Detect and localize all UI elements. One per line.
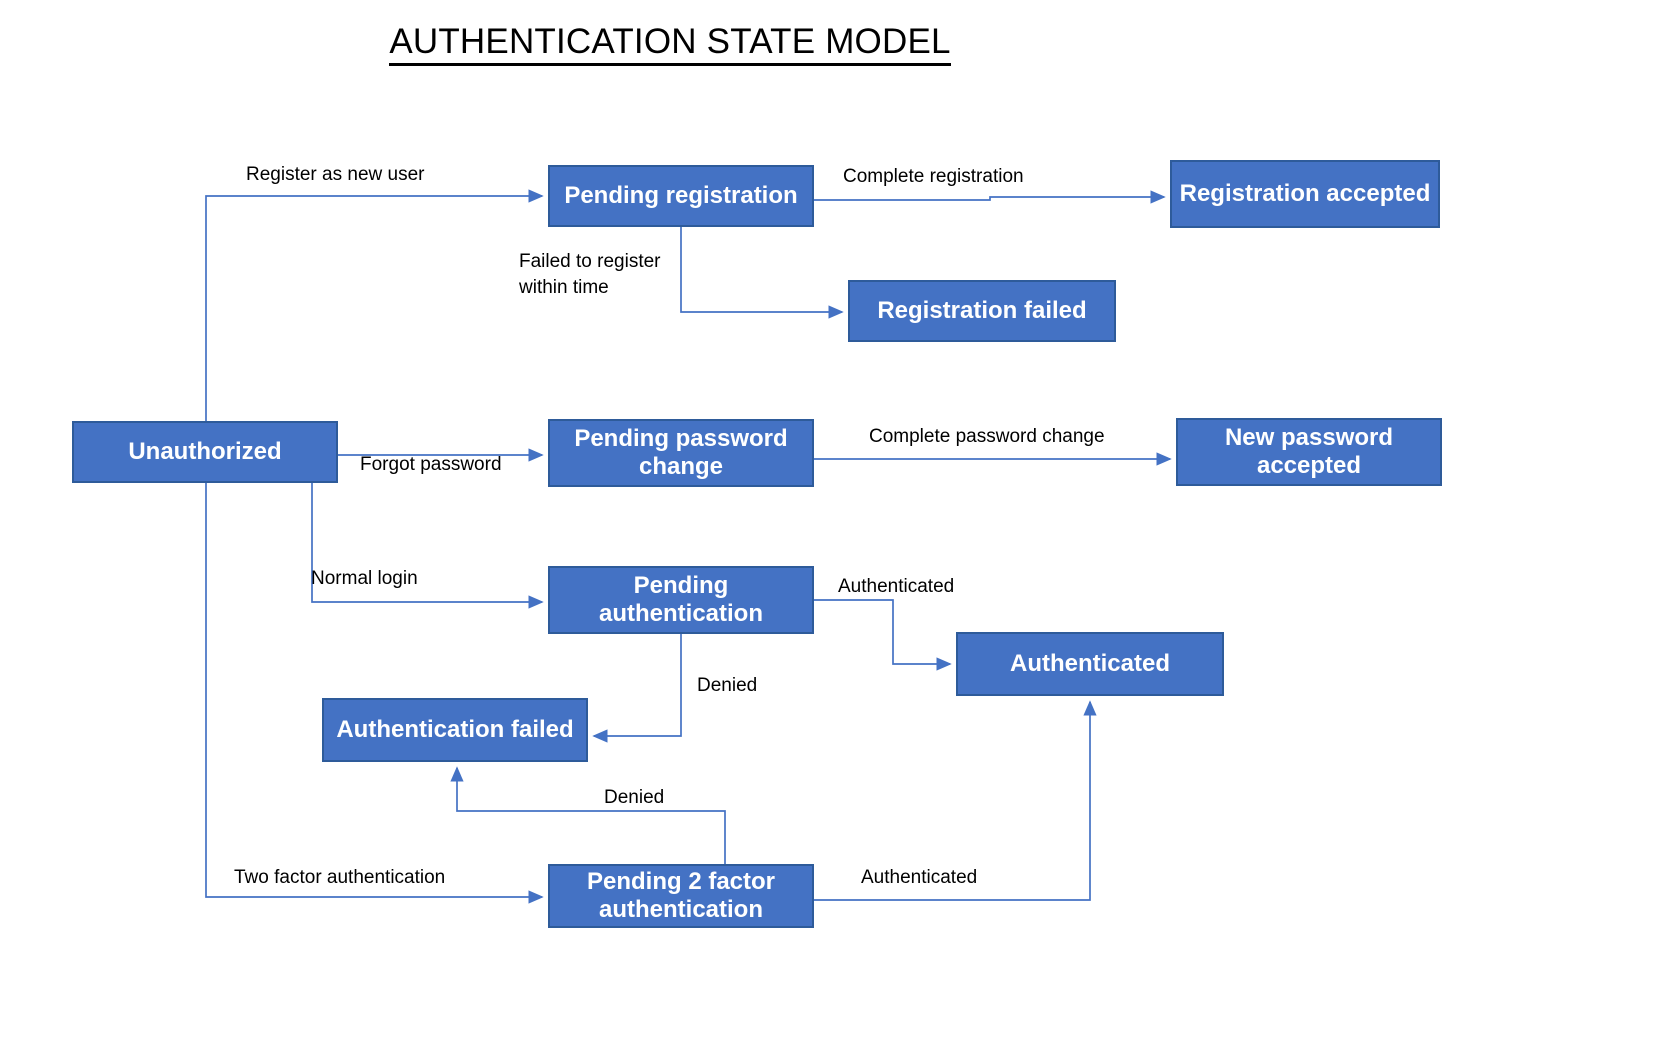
edge-two-factor-authentication	[205, 483, 544, 904]
edge-authenticated-from-pending-auth	[814, 599, 952, 671]
edge-label-failed-to-register-within-time: Failed to register within time	[519, 251, 661, 298]
node-pending-password-change[interactable]: Pending password change	[548, 419, 814, 487]
edge-label-authenticated-from-pending-auth: Authenticated	[838, 576, 955, 597]
edge-label-denied-from-2-factor: Denied	[604, 787, 665, 808]
node-unauthorized[interactable]: Unauthorized	[72, 421, 338, 483]
edge-complete-registration	[814, 190, 1166, 204]
edge-label-register-as-new-user: Register as new user	[246, 164, 425, 185]
node-label: Unauthorized	[128, 437, 282, 465]
node-registration-failed[interactable]: Registration failed	[848, 280, 1116, 342]
edge-failed-to-register	[680, 227, 844, 319]
node-label: Pending registration	[564, 181, 798, 209]
edge-label-forgot-password: Forgot password	[360, 454, 502, 475]
node-authenticated[interactable]: Authenticated	[956, 632, 1224, 696]
node-pending-registration[interactable]: Pending registration	[548, 165, 814, 227]
edge-label-normal-login: Normal login	[311, 568, 418, 589]
node-pending-authentication[interactable]: Pending authentication	[548, 566, 814, 634]
edge-label-complete-registration: Complete registration	[843, 166, 1024, 187]
edge-label-complete-password-change: Complete password change	[869, 426, 1105, 447]
edge-denied-from-pending-auth	[592, 634, 682, 743]
node-label: Registration accepted	[1179, 179, 1431, 207]
edge-register-as-new-user	[205, 189, 544, 421]
page-title: AUTHENTICATION STATE MODEL	[0, 22, 1340, 66]
node-label: New password accepted	[1224, 423, 1394, 479]
node-pending-2-factor-authentication[interactable]: Pending 2 factor authentication	[548, 864, 814, 928]
node-new-password-accepted[interactable]: New password accepted	[1176, 418, 1442, 486]
node-authentication-failed[interactable]: Authentication failed	[322, 698, 588, 762]
edge-label-two-factor-authentication: Two factor authentication	[234, 867, 446, 888]
edge-label-authenticated-from-2-factor: Authenticated	[861, 867, 978, 888]
page-title-text: AUTHENTICATION STATE MODEL	[389, 22, 951, 66]
node-label: Authenticated	[1009, 649, 1170, 677]
node-label: Pending authentication	[598, 571, 763, 627]
node-registration-accepted[interactable]: Registration accepted	[1170, 160, 1440, 228]
edge-denied-from-2-factor	[450, 766, 726, 864]
node-label: Registration failed	[877, 296, 1087, 324]
node-label: Pending 2 factor authentication	[586, 867, 776, 923]
node-label: Pending password change	[574, 424, 788, 480]
node-label: Authentication failed	[336, 715, 574, 743]
edge-label-denied-from-pending-auth: Denied	[697, 675, 758, 696]
